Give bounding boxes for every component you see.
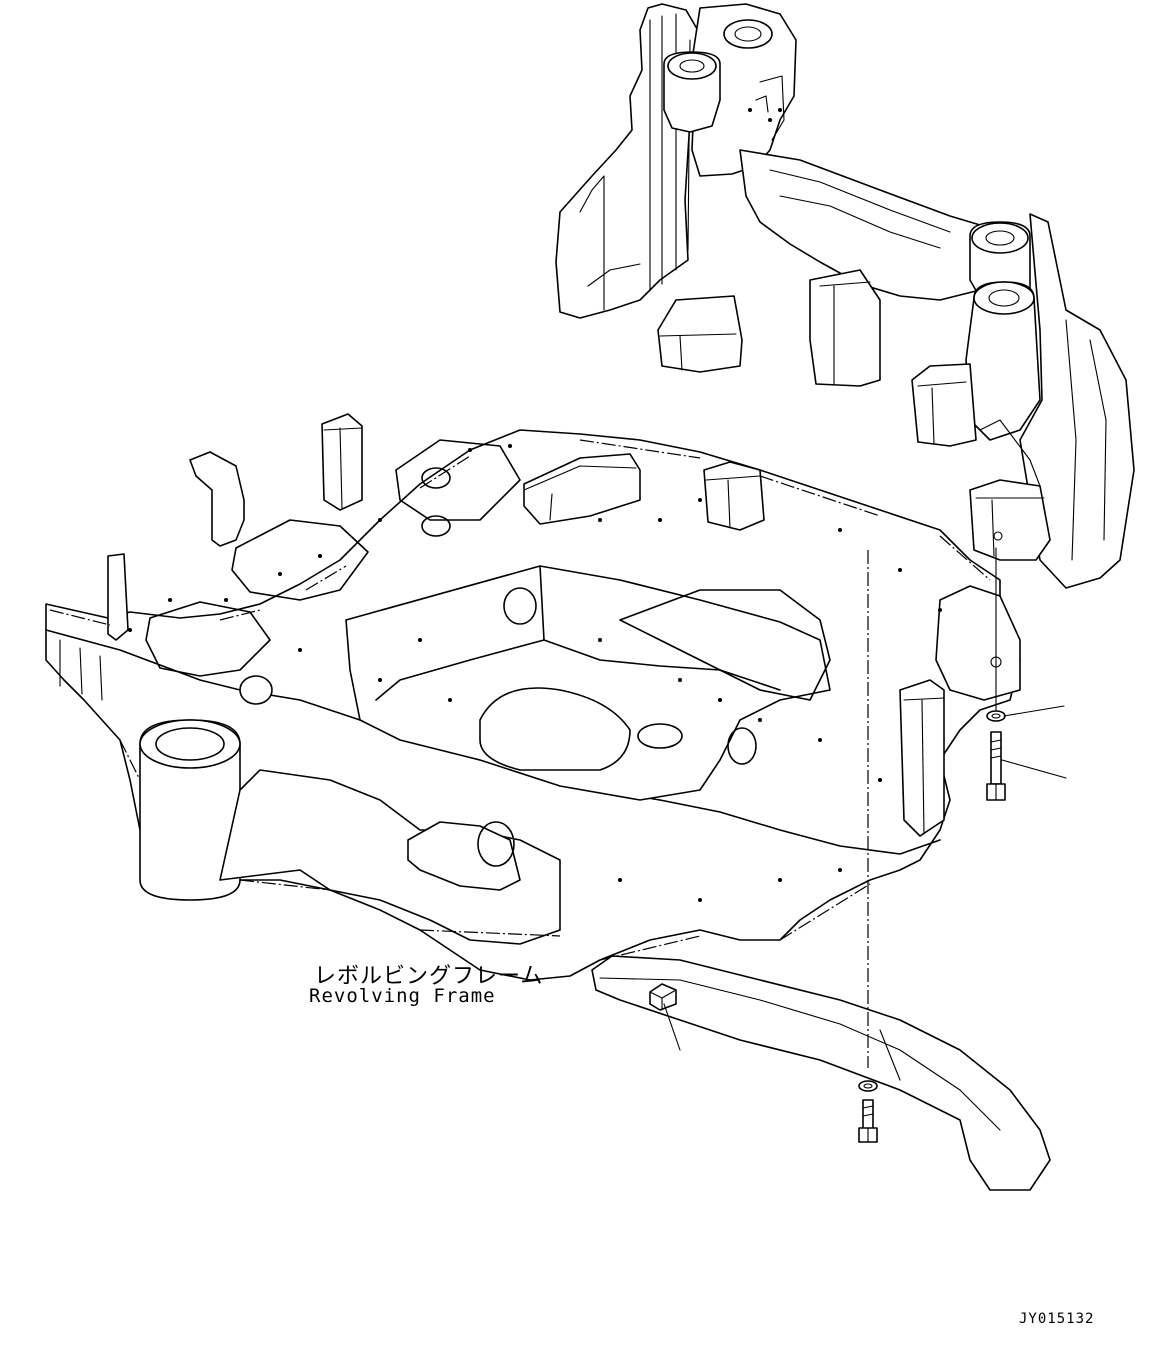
callout-leader-cushion [663, 1003, 681, 1051]
lower-box-2 [809, 269, 881, 387]
swing-motor-hole [637, 723, 683, 749]
boom-foot-hub-3 [971, 222, 1029, 254]
lower-box-1-edges [659, 333, 737, 371]
bracket-mount-hole [993, 531, 1003, 541]
bolt-2-thread [862, 1105, 874, 1117]
part-label-english: Revolving Frame [309, 985, 496, 1007]
left-post-a [189, 451, 245, 547]
cushion-edges [649, 989, 677, 1011]
washer-1 [986, 710, 1006, 722]
swing-bearing-opening [479, 687, 631, 771]
boom-foot-hub-1-bore [734, 26, 762, 42]
center-box-hole-2 [727, 727, 757, 765]
under-cover [591, 955, 1051, 1191]
revolving-frame [45, 413, 1021, 981]
under-cover-edges [599, 977, 1001, 1131]
hub-detail [755, 75, 785, 141]
top-block-2-edges [705, 475, 761, 529]
center-box [345, 565, 831, 801]
deck-opening-3 [395, 439, 521, 521]
boom-foot-hub-1 [723, 19, 773, 49]
washer-1-bore [991, 713, 1001, 719]
deck-opening-2 [145, 601, 271, 677]
bolt-1-thread [990, 739, 1002, 759]
lower-box-1 [657, 295, 743, 373]
right-post-edges [903, 697, 945, 835]
left-post-b [321, 413, 363, 511]
center-box-edges [375, 565, 781, 701]
deck-hole-1 [421, 467, 451, 489]
side-plate-edges [649, 13, 691, 291]
lower-box-3 [911, 363, 977, 447]
callout-leader-washer [1003, 705, 1065, 717]
bracket-main-beam [739, 149, 1001, 301]
boom-foot-hub-2 [667, 52, 717, 80]
cylinder-pin-boss-2 [239, 675, 273, 705]
right-plate-folds [1065, 319, 1107, 561]
bracket-mount-pad [935, 585, 1021, 701]
boom-foot-hub-4 [973, 281, 1035, 315]
boom-foot-hub-2-bore [679, 59, 705, 73]
center-box-hole-1 [503, 587, 537, 625]
deck-opening-1 [231, 519, 369, 601]
left-post-c [107, 553, 129, 641]
boom-cylinder-bracket [407, 821, 521, 891]
cylinder-pin-boss [477, 821, 515, 867]
boom-foot-hub-3-bore [985, 230, 1015, 246]
bracket-brace [979, 419, 1041, 487]
boom-foot-hub-4-bore [988, 289, 1020, 307]
right-post [899, 679, 945, 837]
deck-opening-right [619, 589, 831, 701]
left-side-plate [555, 3, 701, 319]
lower-box-3-edges [917, 381, 967, 445]
bracket-foot [969, 479, 1051, 561]
right-side-plate [1019, 213, 1135, 589]
bottom-fastener-set [858, 1080, 878, 1143]
top-block-2 [703, 461, 765, 531]
hidden-edges-top [49, 439, 991, 626]
side-plate-folds [579, 175, 641, 311]
washer-2 [858, 1080, 878, 1092]
under-cover-plate [591, 955, 1051, 1191]
swing-post-top [139, 719, 241, 769]
hidden-edges-bottom [119, 739, 871, 961]
beam-edge-lines [769, 169, 951, 249]
drawing-id: JY015132 [1019, 1311, 1095, 1327]
deck-left-edges [59, 639, 103, 701]
bracket-foot-edges [975, 497, 1045, 557]
top-block-1 [523, 453, 641, 525]
deck-hole-2 [421, 515, 451, 537]
deck-holes [128, 444, 942, 902]
left-post-b-edges [323, 427, 363, 509]
swing-post-bore [155, 727, 225, 761]
right-fastener-set [986, 710, 1006, 801]
part-label-japanese: レボルビングフレーム [314, 964, 544, 989]
boom-bracket [555, 3, 1135, 589]
washer-2-bore [863, 1083, 873, 1089]
front-lower-beam [219, 769, 561, 945]
callout-leader-bolt [1001, 759, 1067, 779]
top-block-1-edges [523, 465, 637, 521]
lower-box-2-edges [819, 281, 871, 385]
